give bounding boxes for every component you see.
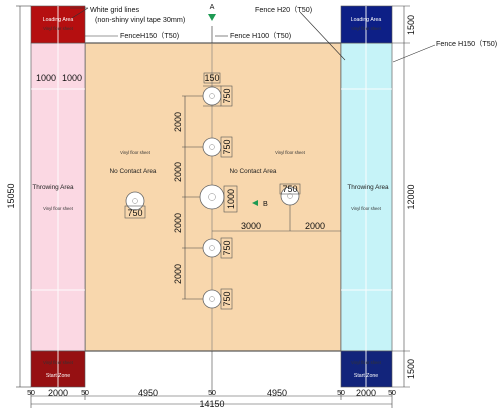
dim-50: 50 [337, 390, 345, 397]
vinyl-label: Vinyl floor sheet [351, 206, 382, 211]
dim-2000: 2000 [173, 213, 183, 233]
target-3 [199, 184, 225, 210]
target-right-small [280, 186, 300, 206]
target-4 [202, 238, 222, 258]
dim-12000: 12000 [406, 184, 416, 209]
lane-grid-lines [31, 6, 392, 387]
target-5 [202, 289, 222, 309]
vinyl-label: Vinyl floor sheet [43, 206, 74, 211]
grid-lines-sub: (non-shiny vinyl tape 30mm) [95, 15, 185, 24]
dim-2000: 2000 [173, 162, 183, 182]
label-loading-left: Loading Area [43, 17, 74, 23]
dim-4950-left: 4950 [138, 388, 158, 398]
dim-50: 50 [208, 390, 216, 397]
dim-1000-left-a: 1000 [36, 73, 56, 83]
dim-50: 50 [81, 390, 89, 397]
marker-a-arrow [208, 14, 216, 21]
dim-1500-bottom: 1500 [406, 359, 416, 379]
dim-15050: 15050 [6, 183, 16, 208]
target-2 [202, 137, 222, 157]
label-throwing-left: Throwing Area [32, 184, 74, 191]
grid-lines-title: White grid lines [90, 5, 140, 14]
label-throwing-right: Throwing Area [347, 184, 389, 191]
vinyl-label: Vinyl floor sheet [351, 26, 382, 31]
dim-3000: 3000 [241, 221, 261, 231]
fence-h100-label: Fence H100（T50) [230, 31, 291, 40]
label-loading-right: Loading Area [351, 17, 382, 23]
vinyl-label: Vinyl floor sheet [43, 26, 74, 31]
target-left-small [125, 191, 145, 211]
dim-1000: 1000 [226, 189, 236, 209]
target-1 [202, 86, 222, 106]
dim-750: 750 [222, 240, 232, 255]
dim-4950-right: 4950 [267, 388, 287, 398]
dim-2000: 2000 [173, 112, 183, 132]
vinyl-label: Vinyl floor sheet [43, 360, 74, 365]
target-circles [125, 86, 300, 309]
dim-750: 750 [127, 208, 142, 218]
vinyl-label: Vinyl floor sheet [120, 150, 151, 155]
dim-750: 750 [222, 139, 232, 154]
marker-b-arrow [252, 200, 258, 206]
dim-750: 750 [222, 88, 232, 103]
point-b-label: B [263, 199, 268, 208]
dim-2000-bottom-right: 2000 [356, 388, 376, 398]
vinyl-label: Vinyl floor sheet [351, 360, 382, 365]
dim-2000-right: 2000 [305, 221, 325, 231]
fence-h150-right-label: Fence H150（T50) [436, 39, 497, 48]
dim-2000-bottom-left: 2000 [48, 388, 68, 398]
label-start-right: Start Zone [354, 373, 378, 379]
fence-h20-label: Fence H20（T50) [255, 5, 312, 14]
fence-h150-top-label: FenceH150（T50) [120, 31, 179, 40]
point-a-label: A [210, 2, 215, 11]
dim-50: 50 [388, 390, 396, 397]
dim-2000: 2000 [173, 264, 183, 284]
dim-750: 750 [282, 184, 297, 194]
label-start-left: Start Zone [46, 373, 70, 379]
dim-14150: 14150 [199, 399, 224, 409]
dim-1500-top: 1500 [406, 15, 416, 35]
label-no-contact-left: No Contact Area [110, 168, 157, 175]
dim-750: 750 [222, 291, 232, 306]
label-no-contact-right: No Contact Area [230, 168, 277, 175]
dim-1000-left-b: 1000 [62, 73, 82, 83]
dim-50: 50 [27, 390, 35, 397]
vinyl-label: Vinyl floor sheet [275, 150, 306, 155]
dim-150: 150 [204, 73, 219, 83]
